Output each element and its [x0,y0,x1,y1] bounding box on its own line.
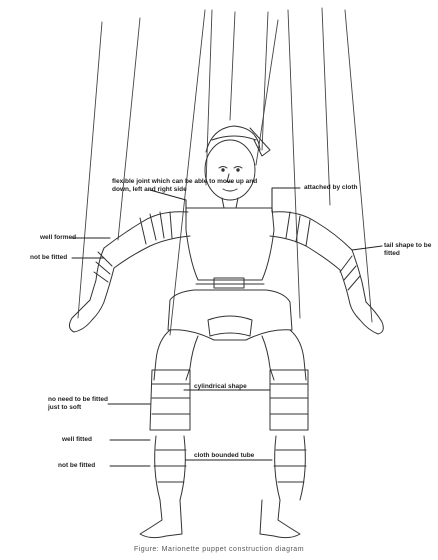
label-flexible-joint: flexible joint which can be able to move… [112,178,262,193]
label-attached-by-cloth: attached by cloth [304,184,404,192]
label-cylindrical-shape: cylindrical shape [194,383,264,391]
label-need-fitted: no need to be fitted just to soft [48,396,118,411]
label-tail-shape: tail shape to be fitted [384,242,438,257]
figure-caption: Figure: Marionette puppet construction d… [0,546,438,553]
label-cloth-bounded-tube: cloth bounded tube [194,452,270,460]
puppet-right-leg [260,330,308,538]
label-not-fitted: not be fitted [58,462,112,470]
puppet-right-arm [270,212,383,334]
puppet-torso [168,208,292,340]
puppet-left-leg [140,330,198,538]
label-well-formed: well formed [40,234,110,242]
pointer-lines [72,188,382,466]
label-not-formed: not be fitted [30,254,100,262]
label-well-fitted: well fitted [62,436,112,444]
control-strings [78,8,372,335]
